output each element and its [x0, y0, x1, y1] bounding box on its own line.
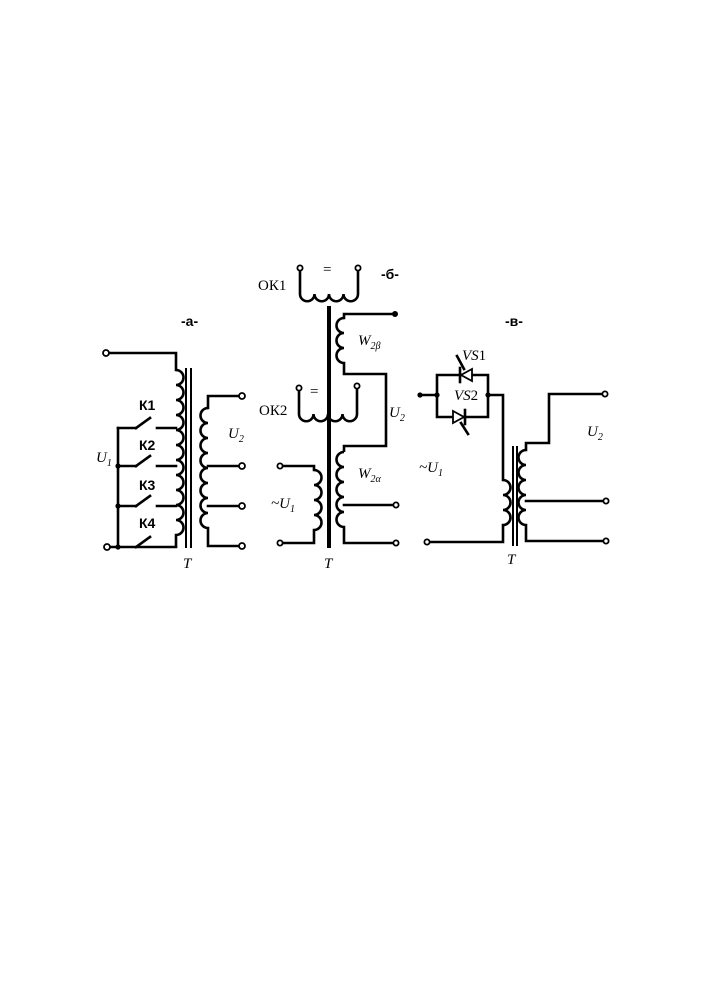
a-label-k4: К4 [139, 515, 156, 531]
b-ok2-terminal-1 [295, 384, 303, 392]
c-thyristor-vs1 [455, 354, 473, 384]
a-primary-coil [174, 368, 185, 547]
b-dc-symbol-1: = [323, 262, 331, 278]
a-out-terminal-2 [238, 462, 246, 470]
panel-a: -а- [96, 313, 246, 572]
a-label-k2: К2 [139, 437, 156, 453]
c-primary-terminal-bottom [423, 538, 431, 546]
c-vs1-label: VS1 [462, 348, 486, 364]
a-secondary-coil [199, 406, 241, 548]
b-ok1-label: ОК1 [258, 278, 286, 294]
b-wbeta-coil [335, 316, 388, 452]
a-switch-k1 [116, 416, 178, 430]
a-out-terminal-4 [238, 542, 246, 550]
b-primary-coil [282, 468, 323, 545]
panel-b: -б- ОК1 = ОК2 = W2β W2α U2 ~U1 T [258, 262, 405, 572]
c-input-terminal [417, 392, 423, 398]
a-switch-k3 [116, 494, 178, 508]
panel-a-title: -а- [181, 313, 198, 329]
b-input-label: ~U1 [271, 496, 295, 515]
a-out-terminal-1 [238, 392, 246, 400]
panel-b-title: -б- [381, 266, 399, 282]
a-junction-3 [115, 544, 121, 550]
b-primary-terminal-top [276, 462, 284, 470]
b-ok2-label: ОК2 [259, 403, 287, 419]
b-ok1-terminal-2 [354, 264, 362, 272]
c-out-terminal-3 [602, 537, 610, 545]
b-ok2-terminal-2 [353, 382, 361, 390]
b-walpha-label: W2α [358, 466, 382, 485]
b-primary-top-wire [280, 464, 316, 472]
a-input-label: U1 [96, 450, 112, 469]
a-out-terminal-3 [238, 502, 246, 510]
a-top-wire [106, 351, 178, 372]
c-input-label: ~U1 [419, 460, 443, 479]
b-out-terminal-bottom [392, 539, 400, 547]
b-primary-terminal-bottom [276, 539, 284, 547]
a-terminal-bottom [103, 543, 111, 551]
b-dc-symbol-2: = [310, 384, 318, 400]
c-transformer-label: T [507, 552, 517, 568]
a-output-label: U2 [228, 426, 244, 445]
b-output-label: U2 [389, 405, 405, 424]
c-secondary-coil [517, 448, 605, 543]
a-label-k1: К1 [139, 397, 156, 413]
c-out-terminal-2 [602, 497, 610, 505]
b-walpha-coil [335, 450, 395, 545]
a-sec-top-wire [206, 394, 243, 410]
c-output-label: U2 [587, 424, 603, 443]
a-terminal-top [102, 349, 110, 357]
a-junction-2 [115, 503, 121, 509]
c-thyristor-to-primary [486, 393, 505, 482]
panel-c: -в- VS1 VS2 [417, 313, 610, 568]
a-label-k3: К3 [139, 477, 156, 493]
b-out-terminal-mid [392, 501, 400, 509]
c-primary-coil [429, 478, 512, 544]
c-thyristor-vs2 [452, 408, 470, 436]
c-vs2-label: VS2 [454, 388, 478, 404]
b-ok2-coil [297, 389, 359, 423]
b-ok1-terminal-1 [296, 264, 304, 272]
a-switch-k4 [134, 535, 152, 549]
b-wbeta-top-wire [342, 312, 397, 320]
c-out-terminal-1 [601, 390, 609, 398]
c-secondary-top-wire [524, 392, 605, 452]
a-switch-k2 [116, 454, 178, 468]
a-junction-1 [115, 463, 121, 469]
c-junction-left [434, 392, 440, 398]
b-ok1-coil [298, 271, 360, 303]
b-out-terminal-top [392, 311, 398, 317]
panel-c-title: -в- [505, 313, 523, 329]
a-transformer-label: T [183, 556, 193, 572]
b-transformer-label: T [324, 556, 334, 572]
b-wbeta-label: W2β [358, 333, 381, 352]
